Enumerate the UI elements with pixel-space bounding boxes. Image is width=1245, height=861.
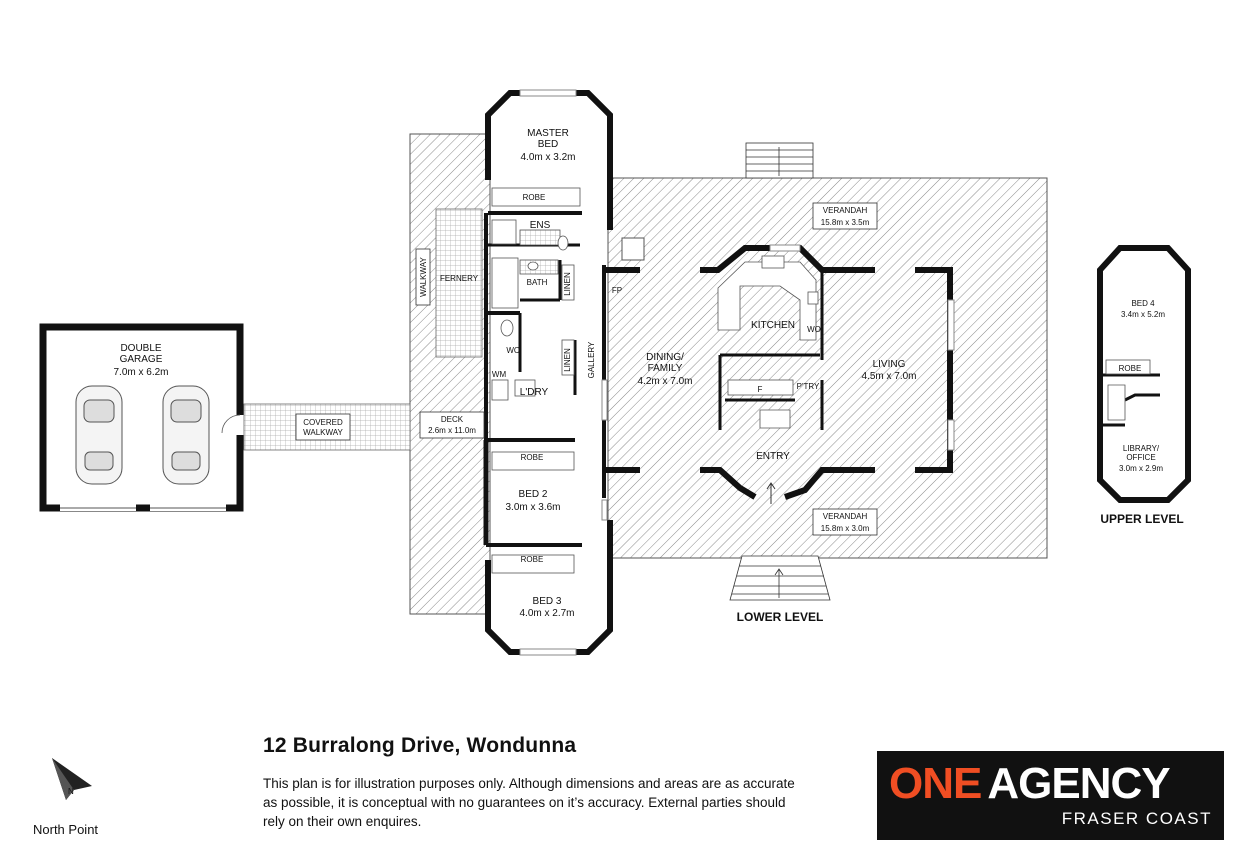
wo-label: WO [807,325,821,334]
north-arrow-icon: N [52,758,92,800]
bed2-size: 3.0m x 3.6m [505,502,560,513]
ptry-label: P'TRY [797,382,820,391]
ldry-label: L'DRY [520,387,549,398]
library-size: 3.0m x 2.9m [1119,464,1163,473]
steps-bottom [729,555,831,601]
interior-walls [718,270,824,430]
kitchen-bench [717,255,819,429]
linen1-label: LINEN [563,272,572,296]
lower-level-label: LOWER LEVEL [737,610,824,624]
robes [491,187,581,574]
verandah-top-size: 15.8m x 3.5m [821,218,870,227]
robe-bed3-label: ROBE [521,555,544,564]
garage [39,323,244,512]
bed3-name: BED 3 [533,596,562,607]
verandah-bottom-name: VERANDAH [823,512,868,521]
master-bed-size: 4.0m x 3.2m [520,152,575,163]
robe-bed2-label: ROBE [521,453,544,462]
wm-label: WM [492,370,507,379]
north-point-label: North Point [33,822,99,837]
north-letter: N [68,787,74,796]
living-name: LIVING [873,359,906,370]
bed2-name: BED 2 [519,489,548,500]
windows-main [769,244,955,451]
bed4-name: BED 4 [1131,299,1155,308]
dining-name: DINING/FAMILY [646,352,684,374]
robe-bed4-label: ROBE [1119,364,1142,373]
fp-label: FP [612,286,622,295]
wet-fixtures [491,219,575,401]
fernery-label: FERNERY [440,274,479,283]
car-left [75,385,123,485]
logo-one: ONE [889,759,982,808]
walkway-label: WALKWAY [419,256,428,296]
fernery [435,208,483,358]
deck-label-box [419,411,485,439]
verandah-area [607,177,1048,559]
verandah-top-label-box [812,202,878,230]
logo-subtitle: FRASER COAST [1061,809,1212,828]
deck-size: 2.6m x 11.0m [428,426,476,435]
upper-level-label: UPPER LEVEL [1100,512,1183,526]
walkway-label-box [415,248,431,306]
steps-top [745,142,814,179]
verandah-bottom-label-box [812,508,878,536]
upper-level [1097,245,1191,503]
covered-walkway-label-box [295,413,351,441]
robe-master-label: ROBE [523,193,546,202]
kitchen-label: KITCHEN [751,320,795,331]
verandah-top-name: VERANDAH [823,206,868,215]
bed3-size: 4.0m x 2.7m [519,608,574,619]
logo-agency: AGENCY [987,759,1170,808]
windows-wing [519,89,608,656]
living-size: 4.5m x 7.0m [861,371,916,382]
linen2-label: LINEN [563,348,572,372]
ens-label: ENS [530,220,551,231]
entry-arrow-icon [766,482,776,504]
deck-area [409,133,491,615]
bed4-size: 3.4m x 5.2m [1121,310,1165,319]
disclaimer-text: This plan is for illustration purposes o… [263,776,795,829]
f-label: F [758,385,763,394]
fireplace [621,237,645,261]
deck-name: DECK [441,415,464,424]
wc-label: WC [506,346,520,355]
entry-label: ENTRY [756,451,790,462]
library-name: LIBRARY/OFFICE [1123,444,1160,462]
gallery-label: GALLERY [587,341,596,378]
car-right [162,385,210,485]
upper-stairs [1107,384,1126,421]
bath-label: BATH [527,278,548,287]
upper-level-inner [1102,373,1160,427]
upper-robe [1105,359,1151,375]
garage-size: 7.0m x 6.2m [113,367,168,378]
property-address: 12 Burralong Drive, Wondunna [263,734,577,757]
verandah-bottom-size: 15.8m x 3.0m [821,524,870,533]
dining-size: 4.2m x 7.0m [637,376,692,387]
